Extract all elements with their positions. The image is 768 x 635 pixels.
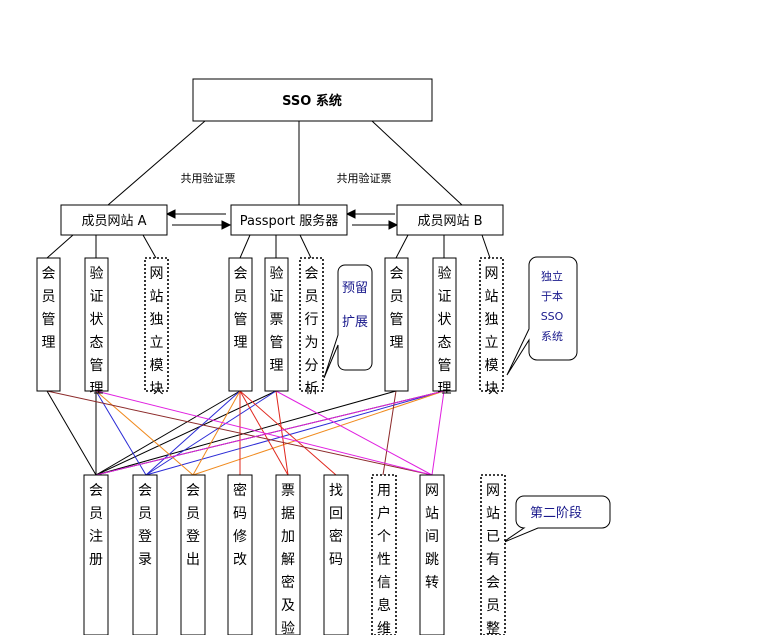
p-behavior-label: 会员行为分析	[305, 266, 319, 397]
p-member-box: 会员管理	[228, 257, 253, 392]
b-verify-label: 验证状态管理	[438, 266, 452, 397]
b-indep-label: 网站独立模块	[485, 266, 499, 397]
a-indep-box: 网站独立模块	[144, 257, 169, 397]
site-a-label: 成员网站 A	[81, 214, 146, 229]
root-label: SSO 系统	[282, 93, 342, 109]
p-behavior-box: 会员行为分析	[299, 257, 324, 397]
f-integrate-box: 网站已有会员整合	[480, 474, 506, 635]
site-a-node: 成员网站 A	[60, 204, 168, 236]
callout-phase2: 第二阶段	[501, 495, 611, 544]
f-logout-box: 会员登出	[180, 474, 206, 635]
cross-connections	[46, 390, 445, 476]
f-recover-label: 找回密码	[329, 483, 343, 568]
f-jump-box: 网站间跳转	[419, 474, 445, 635]
shared-ticket-label-right: 共用验证票	[337, 171, 392, 185]
a-verify-label: 验证状态管理	[90, 266, 104, 397]
f-pwd-box: 密码修改	[227, 474, 253, 635]
site-b-node: 成员网站 B	[396, 204, 504, 236]
module-layer: 会员管理 验证状态管理 网站独立模块 会员管理 验证票管理 会员行为分析 会员管理 验证状态管…	[36, 257, 504, 397]
root-node: SSO 系统	[192, 78, 433, 122]
tree-connectors	[46, 120, 491, 259]
f-register-label: 会员注册	[89, 483, 103, 568]
p-ticket-label: 验证票管理	[270, 266, 284, 374]
a-indep-label: 网站独立模块	[150, 266, 164, 397]
f-login-label: 会员登录	[138, 483, 152, 568]
f-jump-label: 网站间跳转	[425, 483, 439, 591]
shared-ticket-label-left: 共用验证票	[181, 171, 236, 185]
site-b-label: 成员网站 B	[417, 214, 482, 229]
f-ticket-label: 票据加解密及验证	[281, 483, 295, 635]
passport-node: Passport 服务器	[230, 204, 348, 236]
b-verify-box: 验证状态管理	[432, 257, 457, 397]
a-member-box: 会员管理	[36, 257, 61, 392]
function-layer: 会员注册 会员登录 会员登出 密码修改 票据加解密及验证 找回密码 用户个性信息维 网站间跳转…	[83, 474, 506, 635]
f-pwd-label: 密码修改	[233, 482, 247, 568]
sync-arrows	[165, 209, 399, 230]
passport-label: Passport 服务器	[240, 213, 339, 229]
p-ticket-box: 验证票管理	[264, 257, 289, 392]
callout-reserved: 预留扩展	[323, 264, 373, 379]
phase2-label: 第二阶段	[530, 506, 582, 521]
a-member-label: 会员管理	[42, 266, 56, 351]
reserved-extension-label: 预留扩展	[342, 281, 368, 330]
f-logout-label: 会员登出	[186, 483, 200, 568]
f-ticket-box: 票据加解密及验证	[275, 474, 301, 635]
b-member-box: 会员管理	[384, 257, 409, 392]
p-member-label: 会员管理	[234, 266, 248, 351]
b-indep-box: 网站独立模块	[479, 257, 504, 397]
f-profile-box: 用户个性信息维	[371, 474, 397, 635]
f-login-box: 会员登录	[132, 474, 158, 635]
b-member-label: 会员管理	[390, 266, 404, 351]
f-profile-label: 用户个性信息维	[377, 483, 391, 635]
f-register-box: 会员注册	[83, 474, 109, 635]
a-verify-box: 验证状态管理	[84, 257, 109, 397]
f-recover-box: 找回密码	[323, 474, 349, 635]
f-integrate-label: 网站已有会员整合	[486, 483, 500, 635]
